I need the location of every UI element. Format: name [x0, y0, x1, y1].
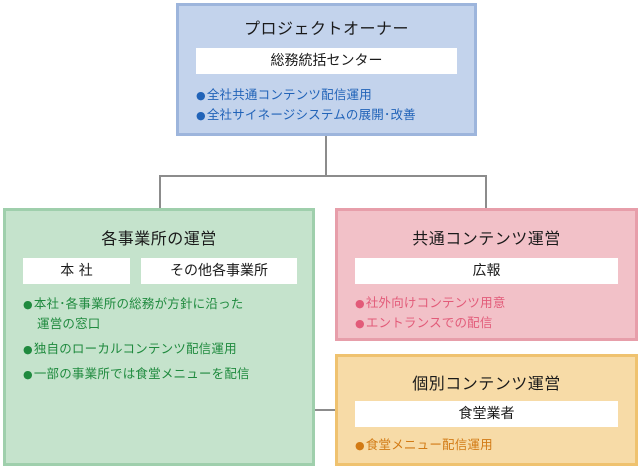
bullet-dot-icon: ● — [23, 368, 33, 381]
common-title: 共通コンテンツ運営 — [412, 229, 561, 248]
owner-title: プロジェクトオーナー — [243, 19, 409, 38]
bullet-dot-icon: ● — [196, 89, 206, 102]
office-operation-box: 各事業所の運営 本 社 その他各事業所 ●本社･各事業所の総務が方針に沿った 運… — [3, 208, 315, 466]
owner-label: 総務統括センター — [196, 48, 457, 74]
individual-content-box: 個別コンテンツ運営 食堂業者 ●食堂メニュー配信運用 — [335, 354, 638, 466]
connector-to-office — [159, 175, 161, 208]
bullet-dot-icon: ● — [23, 343, 33, 356]
project-owner-box: プロジェクトオーナー 総務統括センター ●全社共通コンテンツ配信運用 ●全社サイ… — [176, 3, 477, 136]
bullet-dot-icon: ● — [355, 317, 365, 330]
bullet-dot-icon: ● — [23, 298, 33, 311]
common-bullet-1: ●社外向けコンテンツ用意 — [355, 295, 506, 310]
office-label-headquarters: 本 社 — [23, 258, 130, 284]
owner-bullet-1: ●全社共通コンテンツ配信運用 — [196, 87, 372, 102]
common-label: 広報 — [355, 258, 618, 284]
office-bullet-2: ●独自のローカルコンテンツ配信運用 — [23, 341, 237, 356]
individual-bullet-1: ●食堂メニュー配信運用 — [355, 437, 493, 452]
connector-owner-down — [325, 136, 327, 176]
owner-bullet-2: ●全社サイネージシステムの展開･改善 — [196, 107, 416, 122]
connector-office-individual — [315, 409, 335, 411]
office-label-other-offices: その他各事業所 — [141, 258, 297, 284]
common-content-box: 共通コンテンツ運営 広報 ●社外向けコンテンツ用意 ●エントランスでの配信 — [335, 208, 638, 341]
office-bullet-3: ●一部の事業所では食堂メニューを配信 — [23, 366, 250, 381]
individual-label: 食堂業者 — [355, 401, 618, 427]
bullet-dot-icon: ● — [355, 439, 365, 452]
bullet-dot-icon: ● — [355, 297, 365, 310]
individual-title: 個別コンテンツ運営 — [412, 374, 561, 393]
connector-to-common — [485, 175, 487, 208]
bullet-dot-icon: ● — [196, 109, 206, 122]
office-bullet-1-cont: 運営の窓口 — [37, 316, 101, 331]
common-bullet-2: ●エントランスでの配信 — [355, 315, 493, 330]
office-bullet-1: ●本社･各事業所の総務が方針に沿った — [23, 296, 244, 311]
office-title: 各事業所の運営 — [101, 229, 217, 248]
connector-horizontal — [159, 175, 487, 177]
